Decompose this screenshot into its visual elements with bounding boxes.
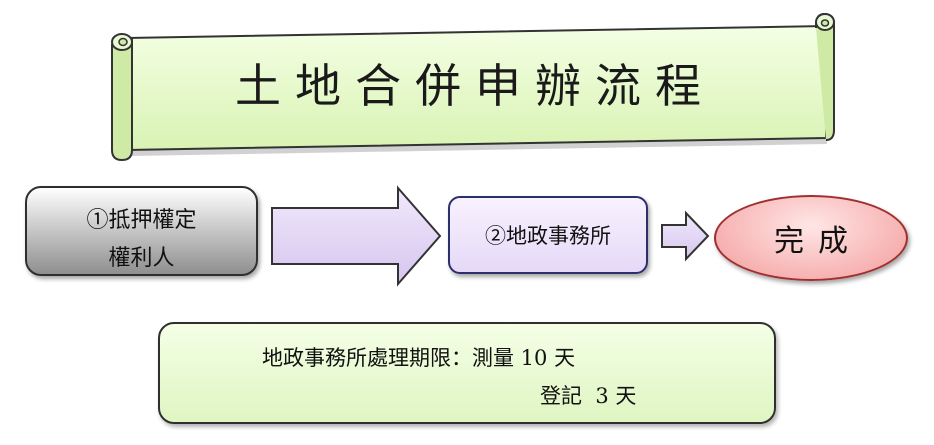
arrow-right-icon — [271, 185, 442, 287]
step1-label-line2: 權利人 — [108, 246, 175, 271]
arrow-right-icon — [661, 210, 710, 262]
scroll-banner — [111, 12, 835, 162]
step2-box: ②地政事務所 — [448, 196, 648, 274]
info-box: 地政事務所處理期限：測量 10 天 登記 3 天 — [158, 322, 776, 424]
info-line1: 地政事務所處理期限：測量 10 天 — [262, 346, 576, 370]
step1-box: ①抵押權定 權利人 — [25, 186, 258, 276]
done-ellipse: 完成 — [714, 195, 908, 281]
page-title: 土地合併申辦流程 — [235, 59, 715, 113]
step1-label-line1: ①抵押權定 — [86, 208, 197, 233]
info-line2: 登記 3 天 — [540, 384, 637, 408]
